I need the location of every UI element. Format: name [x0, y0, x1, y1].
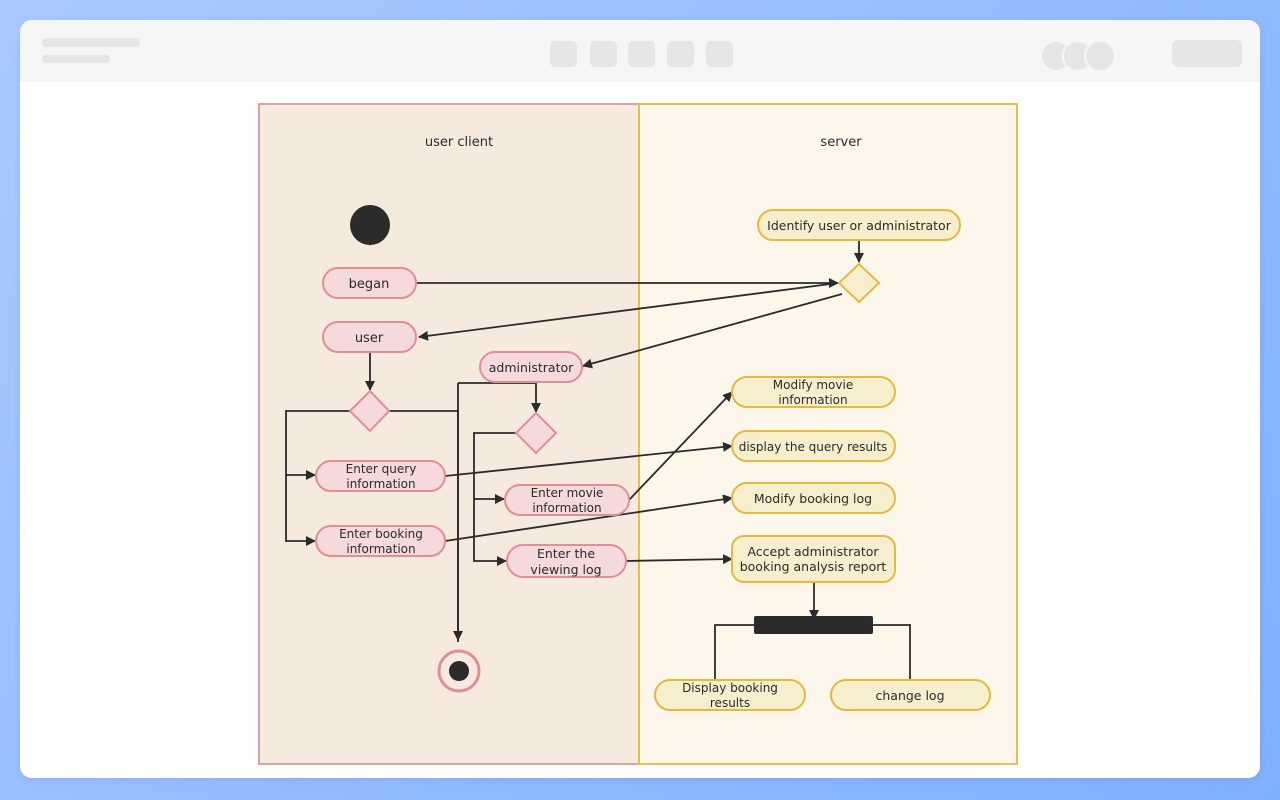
edge-userdiamond-booking	[285, 475, 316, 546]
node-enter-booking-line1: Enter booking	[339, 527, 423, 541]
edge-admindiamond-movie	[473, 432, 516, 504]
tool-button-3[interactable]	[628, 41, 655, 67]
edge-movie-modify	[628, 391, 733, 501]
node-modify-movie-line2: information	[778, 393, 847, 407]
app-window: user client server	[20, 20, 1260, 778]
share-button[interactable]	[1172, 40, 1242, 67]
node-modify-movie[interactable]: Modify movie information	[731, 376, 896, 408]
node-user[interactable]: user	[322, 321, 417, 353]
toolbar	[20, 20, 1260, 82]
node-change-log-label: change log	[875, 688, 944, 703]
node-viewing-log-line2: viewing log	[530, 562, 601, 577]
node-user-label: user	[355, 331, 384, 346]
lane-user-client	[258, 103, 640, 765]
node-display-query-label: display the query results	[739, 440, 888, 454]
node-enter-movie-line2: information	[532, 501, 601, 515]
node-enter-query-line2: information	[346, 477, 415, 491]
node-began-label: began	[349, 277, 390, 292]
server-decision-diamond[interactable]	[837, 262, 881, 304]
subtitle-placeholder	[42, 55, 110, 63]
node-enter-query-line1: Enter query	[346, 462, 417, 476]
node-enter-movie-line1: Enter movie	[531, 486, 604, 500]
node-accept-report[interactable]: Accept administrator booking analysis re…	[731, 535, 896, 583]
node-administrator[interactable]: administrator	[479, 351, 583, 383]
lane-user-title: user client	[425, 135, 493, 150]
tool-button-4[interactable]	[667, 41, 694, 67]
edge-query-display	[444, 441, 733, 477]
node-accept-report-line2: booking analysis report	[740, 559, 887, 574]
edge-fork-change	[873, 624, 911, 680]
node-viewing-log[interactable]: Enter the viewing log	[506, 544, 627, 578]
edges	[285, 226, 911, 680]
fork-bar[interactable]	[754, 616, 873, 634]
node-enter-query[interactable]: Enter query information	[315, 460, 446, 492]
edge-decision-user	[418, 282, 839, 341]
edge-decision-admin	[582, 293, 843, 369]
edge-booking-modify	[444, 494, 733, 542]
edge-fork-display	[714, 624, 754, 680]
edge-userdiamond-query	[285, 410, 350, 480]
node-display-booking-line2: results	[710, 696, 750, 710]
tool-button-5[interactable]	[706, 41, 733, 67]
diagram-canvas: user client server	[20, 82, 1260, 778]
node-began[interactable]: began	[322, 267, 417, 299]
node-modify-booking[interactable]: Modify booking log	[731, 482, 896, 514]
node-enter-booking-line2: information	[346, 542, 415, 556]
admin-decision-diamond[interactable]	[514, 411, 558, 455]
lane-server-title: server	[820, 135, 862, 150]
node-accept-report-line1: Accept administrator	[747, 544, 879, 559]
activity-diagram: user client server	[258, 103, 1018, 765]
start-node[interactable]	[350, 205, 390, 245]
node-display-booking[interactable]: Display booking results	[654, 679, 806, 711]
node-change-log[interactable]: change log	[830, 679, 991, 711]
node-viewing-log-line1: Enter the	[537, 546, 595, 561]
node-enter-booking[interactable]: Enter booking information	[315, 525, 446, 557]
end-node[interactable]	[437, 649, 481, 693]
node-enter-movie[interactable]: Enter movie information	[504, 484, 630, 516]
node-identify[interactable]: Identify user or administrator	[757, 209, 961, 241]
node-modify-booking-label: Modify booking log	[754, 491, 872, 506]
user-decision-diamond[interactable]	[348, 389, 391, 433]
title-placeholder	[42, 38, 140, 47]
edge-admindiamond-viewing	[473, 499, 507, 566]
node-identify-label: Identify user or administrator	[767, 218, 952, 233]
tool-button-1[interactable]	[550, 41, 577, 67]
node-administrator-label: administrator	[489, 360, 574, 375]
edge-viewing-accept	[625, 554, 733, 565]
tool-button-2[interactable]	[590, 41, 617, 67]
node-display-query[interactable]: display the query results	[731, 430, 896, 462]
avatar-3[interactable]	[1084, 40, 1116, 72]
node-modify-movie-line1: Modify movie	[773, 378, 853, 392]
node-display-booking-line1: Display booking	[682, 681, 778, 695]
